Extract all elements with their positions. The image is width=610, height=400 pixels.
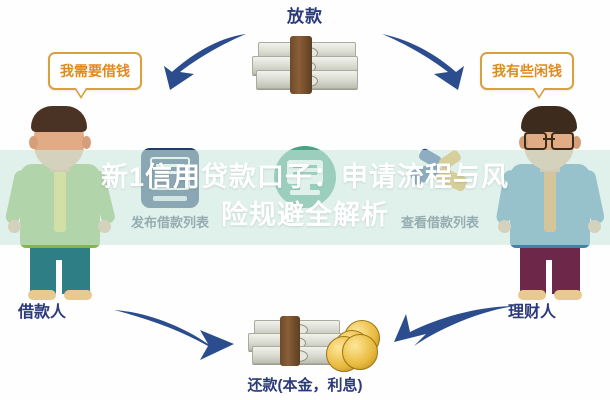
lender-callout-text: 我有些闲钱 [492, 63, 562, 79]
headline-overlay: 新1信用贷款口子：申请流程与风 险规避全解析 [0, 158, 610, 234]
glasses-icon [524, 132, 574, 150]
banknote-stack-icon [252, 36, 362, 96]
arrow-bottom-left-icon [112, 300, 242, 366]
arrow-top-left-icon [150, 28, 250, 98]
borrower-callout-text: 我需要借钱 [60, 63, 130, 79]
headline-line-2: 险规避全解析 [221, 200, 389, 230]
lender-callout: 我有些闲钱 [480, 52, 574, 99]
headline-line-1: 新1信用贷款口子：申请流程与风 [100, 162, 509, 192]
arrow-top-right-icon [378, 28, 478, 98]
loan-disbursement-label: 放款 [287, 7, 323, 26]
callout-tail [532, 88, 546, 99]
repayment-label: 还款(本金，利息) [247, 377, 363, 394]
headline-banner [0, 150, 610, 245]
lender-label: 理财人 [508, 304, 557, 321]
callout-tail [74, 88, 88, 99]
banknote-coins-icon [248, 316, 380, 372]
gold-coins-icon [326, 320, 382, 372]
arrow-bottom-right-icon [388, 300, 518, 366]
borrower-callout: 我需要借钱 [48, 52, 142, 99]
borrower-label: 借款人 [18, 304, 67, 321]
